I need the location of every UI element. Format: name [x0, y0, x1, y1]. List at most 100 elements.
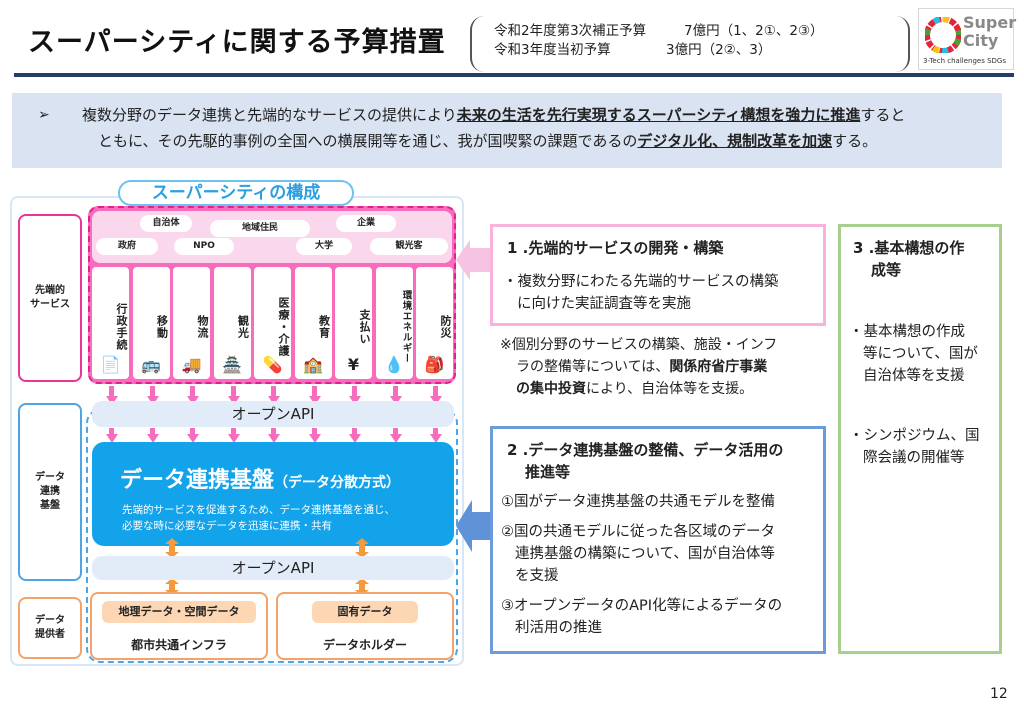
panel-title: 3 .基本構想の作 成等: [853, 237, 964, 281]
category-label: 教育: [317, 315, 331, 339]
provider-name: 都市共通インフラ: [131, 638, 227, 652]
category-label: 防災: [439, 315, 452, 339]
down-arrow-stem: [149, 428, 155, 436]
panel-line: 連携基盤の構築について、国が自治体等: [515, 546, 775, 562]
down-arrow-icon: [146, 434, 159, 443]
budget-amount: 3億円（2②、3）: [666, 42, 772, 58]
panel-data-platform: 2 .データ連携基盤の整備、データ活用の 推進等 ①国がデータ連携基盤の共通モデ…: [490, 426, 826, 654]
yen-icon: ¥: [347, 355, 360, 374]
panel-line: 際会議の開催等: [863, 450, 965, 466]
down-arrow-stem: [433, 386, 438, 398]
actor-pill: 地域住民: [210, 220, 310, 237]
down-arrow-icon: [389, 396, 402, 405]
truck-icon: 🚚: [181, 355, 202, 374]
panel-list-item: ②国の共通モデルに従った各区域のデータ: [501, 524, 775, 540]
summary-line-1: 複数分野のデータ連携と先端的なサービスの提供により未来の生活を先行実現するスーパ…: [82, 102, 1002, 128]
support-note: ※個別分野のサービスの構築、施設・インフ ラの整備等については、関係府省庁事業 …: [500, 334, 830, 400]
actor-pill: NPO: [174, 238, 234, 255]
down-arrow-stem: [149, 386, 155, 398]
blue-connector-arrow: [456, 500, 492, 552]
label-data-provider: データ 提供者: [18, 597, 82, 659]
category-label: 物流: [196, 315, 209, 339]
panel-advanced-services: 1 .先端的サービスの開発・構築 ・複数分野にわたる先端的サービスの構築 に向け…: [490, 224, 826, 326]
service-category: 支払い ¥: [335, 267, 372, 379]
provider-tag: 固有データ: [312, 601, 418, 623]
open-api-bar-bottom: オープンAPI: [92, 556, 454, 580]
note-emphasis: 関係府省庁事業: [669, 359, 768, 375]
composition-title: スーパーシティの構成: [118, 180, 354, 206]
down-arrow-icon: [349, 434, 361, 443]
category-label: 支払い: [358, 309, 371, 345]
pink-connector-arrow: [456, 240, 492, 280]
summary-text: ともに、その先駆的事例の全国への横展開等を通じ、我が国喫緊の課題であるの: [98, 132, 638, 150]
tower-icon: 🏯: [222, 355, 242, 374]
down-arrow-stem: [352, 428, 357, 436]
header-rule: [14, 73, 1014, 77]
down-arrow-icon: [106, 434, 118, 443]
platform-title-text: データ連携基盤: [120, 468, 275, 493]
summary-emphasis: デジタル化、規制改革を加速: [637, 132, 833, 150]
provider-tag: 地理データ・空間データ: [102, 601, 256, 623]
side-label-text: データ 連携 基盤: [35, 472, 65, 511]
summary-text: する。: [832, 132, 878, 150]
super-city-logo: Super City 3-Tech challenges SDGs: [918, 8, 1017, 70]
actor-pill: 観光客: [370, 238, 448, 255]
down-arrow-stem: [352, 386, 357, 398]
down-arrow-icon: [268, 434, 280, 443]
down-arrow-stem: [109, 386, 114, 398]
actor-pill: 自治体: [140, 215, 192, 232]
platform-title: データ連携基盤（データ分散方式）: [120, 462, 400, 494]
panel-line: 自治体等を支援: [863, 368, 965, 384]
panel-list-item: ・基本構想の作成: [849, 324, 965, 340]
panel-list: ①国がデータ連携基盤の共通モデルを整備 ②国の共通モデルに従った各区域のデータ …: [501, 491, 782, 639]
panel-list-item: ③オープンデータのAPI化等によるデータの: [501, 598, 783, 614]
panel-line: ・複数分野にわたる先端的サービスの構築: [503, 274, 779, 290]
down-arrow-stem: [311, 386, 317, 398]
water-drop-icon: 💧: [384, 355, 404, 374]
logo-word-super: Super: [963, 13, 1017, 32]
down-arrow-icon: [227, 396, 240, 405]
logo-subtitle: 3-Tech challenges SDGs: [923, 57, 1006, 65]
down-arrow-icon: [349, 396, 361, 405]
panel-line: 等について、国が: [863, 346, 978, 362]
panel-line: に向けた実証調査等を実施: [517, 296, 691, 312]
down-arrow-stem: [190, 386, 195, 398]
down-arrow-icon: [430, 396, 442, 405]
panel-title-line: 2 .データ連携基盤の整備、データ活用の: [507, 441, 784, 459]
panel-title-line: 3 .基本構想の作: [853, 239, 965, 257]
panel-title-line: 成等: [871, 261, 902, 279]
down-arrow-icon: [187, 434, 199, 443]
side-label-text: 先端的 サービス: [30, 285, 70, 310]
service-category: 防災🎒: [416, 267, 453, 379]
down-arrow-stem: [230, 386, 236, 398]
bidirectional-arrow-icon: [355, 578, 369, 596]
category-label: 移動: [155, 315, 169, 339]
down-arrow-icon: [106, 396, 118, 405]
note-line: ※個別分野のサービスの構築、施設・インフ: [500, 337, 778, 353]
note-text: により、自治体等を支援。: [586, 381, 754, 397]
sdgs-wheel-icon: [925, 17, 961, 53]
down-arrow-stem: [271, 386, 276, 398]
actor-pill: 企業: [336, 215, 396, 232]
bidirectional-arrow-icon: [165, 578, 179, 596]
provider-infra-box: 地理データ・空間データ 都市共通インフラ: [90, 592, 268, 660]
summary-text: 複数分野のデータ連携と先端的なサービスの提供により: [82, 106, 457, 124]
down-arrow-icon: [146, 396, 159, 405]
panel-title-line: 推進等: [525, 463, 571, 481]
medicine-icon: 💊: [262, 355, 283, 374]
logo-word-city: City: [963, 31, 999, 50]
down-arrow-icon: [227, 434, 240, 443]
service-category: 環境エネルギー💧: [375, 267, 413, 379]
data-platform-box: データ連携基盤（データ分散方式） 先端的サービスを促進するため、データ連携基盤を…: [92, 442, 454, 546]
document-icon: 📄: [100, 355, 121, 374]
down-arrow-icon: [268, 396, 280, 405]
service-category: 物流 🚚: [173, 267, 210, 379]
note-text: ラの整備等については、: [516, 359, 670, 375]
down-arrow-stem: [271, 428, 276, 436]
down-arrow-icon: [187, 396, 199, 405]
budget-row: 令和2年度第3次補正予算 7億円（1、2①、2③）: [494, 22, 908, 41]
category-label: 環境エネルギー: [400, 290, 412, 364]
provider-holder-box: 固有データ データホルダー: [276, 592, 454, 660]
panel-title: 1 .先端的サービスの開発・構築: [507, 239, 724, 257]
service-category: 医療・介護💊: [254, 267, 291, 379]
